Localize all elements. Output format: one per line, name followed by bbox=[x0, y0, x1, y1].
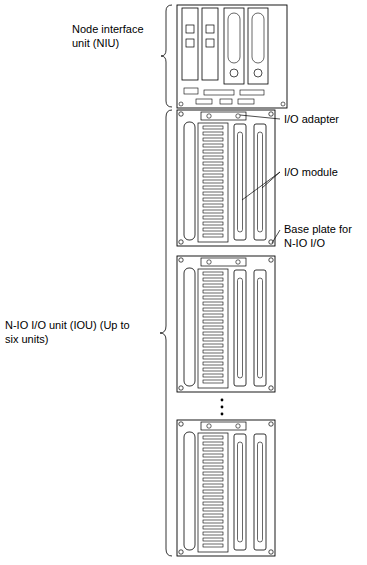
braces bbox=[160, 5, 172, 556]
callout-label: I/O adapter bbox=[284, 112, 362, 126]
iou-drawing bbox=[177, 420, 275, 556]
unit-label: Node interface unit (NIU) bbox=[72, 22, 158, 50]
continuation-dots bbox=[221, 399, 224, 416]
callout-label: I/O module bbox=[284, 165, 362, 179]
iou-drawing bbox=[177, 110, 275, 246]
callout-label: Base plate for N-IO I/O bbox=[284, 222, 360, 250]
niu-drawing bbox=[177, 5, 287, 108]
unit-label: N-IO I/O unit (IOU) (Up to six units) bbox=[5, 318, 130, 346]
iou-drawing bbox=[177, 256, 275, 392]
leader-lines bbox=[240, 115, 280, 243]
